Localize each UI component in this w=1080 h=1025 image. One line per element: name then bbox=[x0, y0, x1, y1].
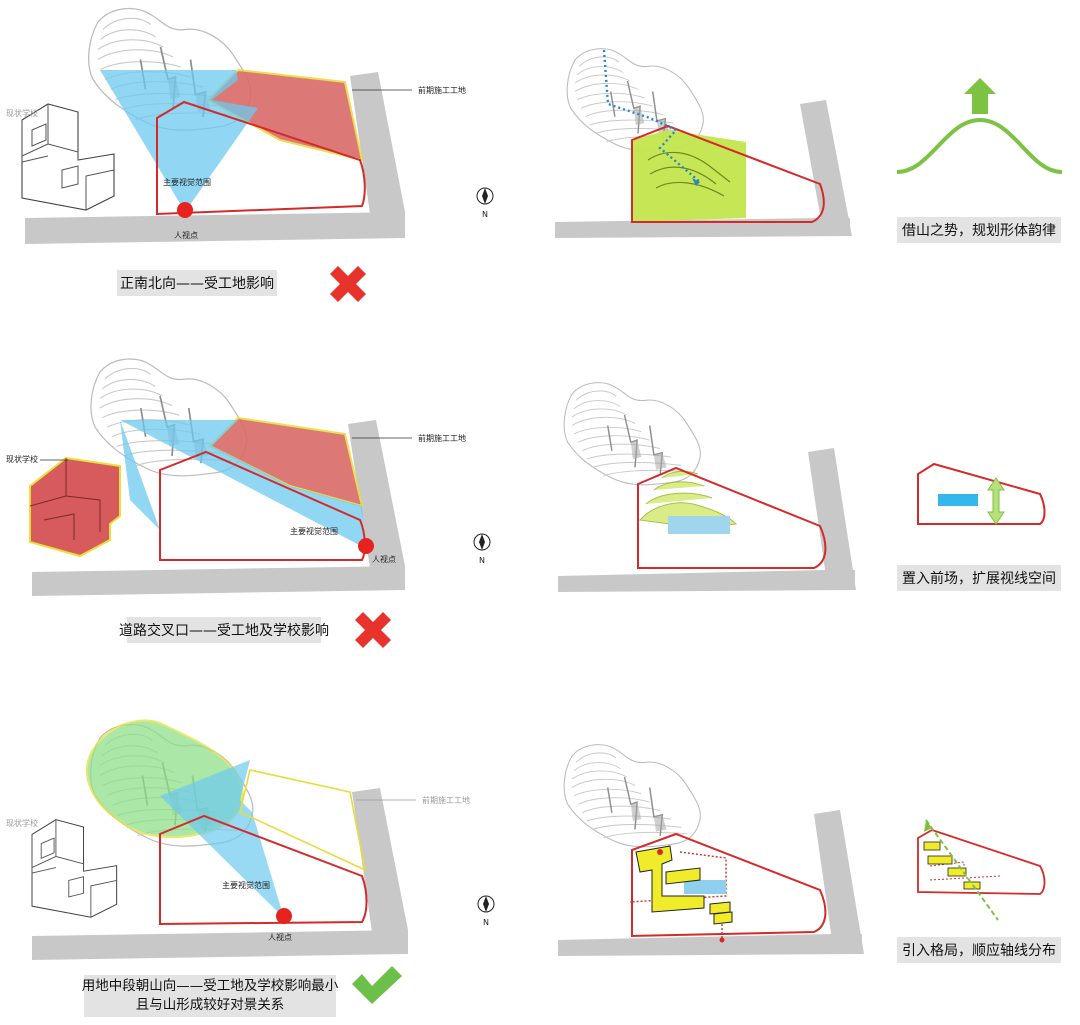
site-outline bbox=[159, 450, 366, 561]
svg-text:N: N bbox=[482, 210, 488, 219]
north-arrow-icon: N bbox=[473, 533, 491, 565]
road-side bbox=[348, 420, 405, 568]
row2-caption: 道路交叉口——受工地及学校影响 bbox=[119, 617, 329, 643]
existing-school bbox=[21, 103, 115, 211]
double-arrow-icon bbox=[987, 477, 1005, 525]
ridge-path bbox=[602, 49, 701, 183]
road-side bbox=[350, 72, 405, 214]
site-outline bbox=[637, 466, 827, 569]
reject-cross-icon bbox=[355, 612, 391, 648]
viewpoint-dot-icon bbox=[177, 202, 193, 218]
existing-school bbox=[31, 819, 118, 918]
axis-line bbox=[925, 819, 999, 921]
existing-school bbox=[29, 456, 121, 558]
school-label: 现状学校 bbox=[6, 454, 38, 464]
viewpoint-label: 人视点 bbox=[174, 230, 198, 240]
road bbox=[25, 212, 405, 244]
terraced-form bbox=[639, 470, 738, 529]
plaza-block bbox=[938, 494, 978, 506]
accept-check-icon bbox=[352, 966, 402, 1004]
school-label: 现状学校 bbox=[6, 108, 38, 118]
row1-left-diagram: 前期施工工地 主要视觉范围 人视点 现状学校 N bbox=[6, 7, 494, 244]
construction-label: 前期施工工地 bbox=[418, 433, 466, 443]
road-side bbox=[352, 788, 408, 932]
school-label: 现状学校 bbox=[6, 818, 38, 828]
row3-caption-line2: 且与山形成较好对景关系 bbox=[135, 997, 285, 1013]
construction-site bbox=[239, 769, 367, 872]
row3-left-diagram: 现状学校 前期施工工地 主要视觉范围 人视点 N bbox=[6, 719, 495, 960]
viewpoint-label: 人视点 bbox=[268, 932, 292, 942]
row2-strategy: 置入前场，扩展视线空间 bbox=[897, 565, 1061, 591]
axis-arrow-icon bbox=[924, 820, 932, 832]
road-side bbox=[814, 810, 864, 954]
viewpoint-dot-icon bbox=[358, 538, 374, 554]
row2-left-diagram: 现状学校 前期施工工地 主要视觉范围 人视点 N bbox=[6, 358, 491, 596]
north-arrow-icon: N bbox=[476, 187, 494, 219]
site-outline bbox=[631, 832, 827, 938]
rhythm-curve bbox=[896, 117, 1063, 174]
row1-strategy: 借山之势，规划形体韵律 bbox=[897, 217, 1061, 243]
site-outline bbox=[156, 100, 366, 216]
svg-text:N: N bbox=[483, 918, 489, 927]
svg-text:N: N bbox=[479, 556, 485, 565]
row3-caption: 用地中段朝山向——受工地及学校影响最小 且与山形成较好对景关系 bbox=[81, 975, 339, 1017]
reject-cross-icon bbox=[330, 266, 366, 302]
view-cone bbox=[120, 420, 365, 548]
row2-right-diagram bbox=[558, 381, 1046, 592]
up-arrow-icon bbox=[964, 78, 996, 114]
mini-site-outline bbox=[917, 462, 1046, 525]
row3-caption-line1: 用地中段朝山向——受工地及学校影响最小 bbox=[81, 978, 339, 994]
north-arrow-icon: N bbox=[477, 895, 495, 927]
construction-label: 前期施工工地 bbox=[422, 795, 470, 805]
road bbox=[32, 930, 408, 960]
plaza-block bbox=[684, 880, 726, 894]
row3-right-diagram bbox=[558, 743, 1046, 956]
view-label: 主要视觉范围 bbox=[163, 177, 211, 187]
view-cone bbox=[160, 760, 284, 918]
site-outline bbox=[159, 814, 368, 926]
road bbox=[558, 570, 855, 592]
row3-strategy: 引入格局，顺应轴线分布 bbox=[897, 937, 1061, 963]
view-cone bbox=[100, 70, 258, 212]
viewpoint-label: 人视点 bbox=[372, 554, 396, 564]
construction-label: 前期施工工地 bbox=[418, 85, 466, 95]
road-side bbox=[800, 100, 852, 236]
viewpoint-dot-icon bbox=[276, 908, 292, 924]
site-outline bbox=[631, 124, 825, 223]
view-label: 主要视觉范围 bbox=[222, 880, 270, 890]
mountain bbox=[563, 743, 702, 848]
mini-site-outline bbox=[917, 829, 1046, 895]
row1-right-diagram bbox=[555, 47, 1063, 238]
courtyard-buildings bbox=[635, 845, 733, 925]
road-side bbox=[808, 448, 856, 590]
road bbox=[558, 934, 862, 956]
front-plaza bbox=[668, 516, 730, 534]
view-label: 主要视觉范围 bbox=[290, 526, 338, 536]
road bbox=[32, 566, 405, 596]
row1-caption: 正南北向——受工地影响 bbox=[117, 270, 277, 296]
lawn-area bbox=[632, 130, 746, 222]
